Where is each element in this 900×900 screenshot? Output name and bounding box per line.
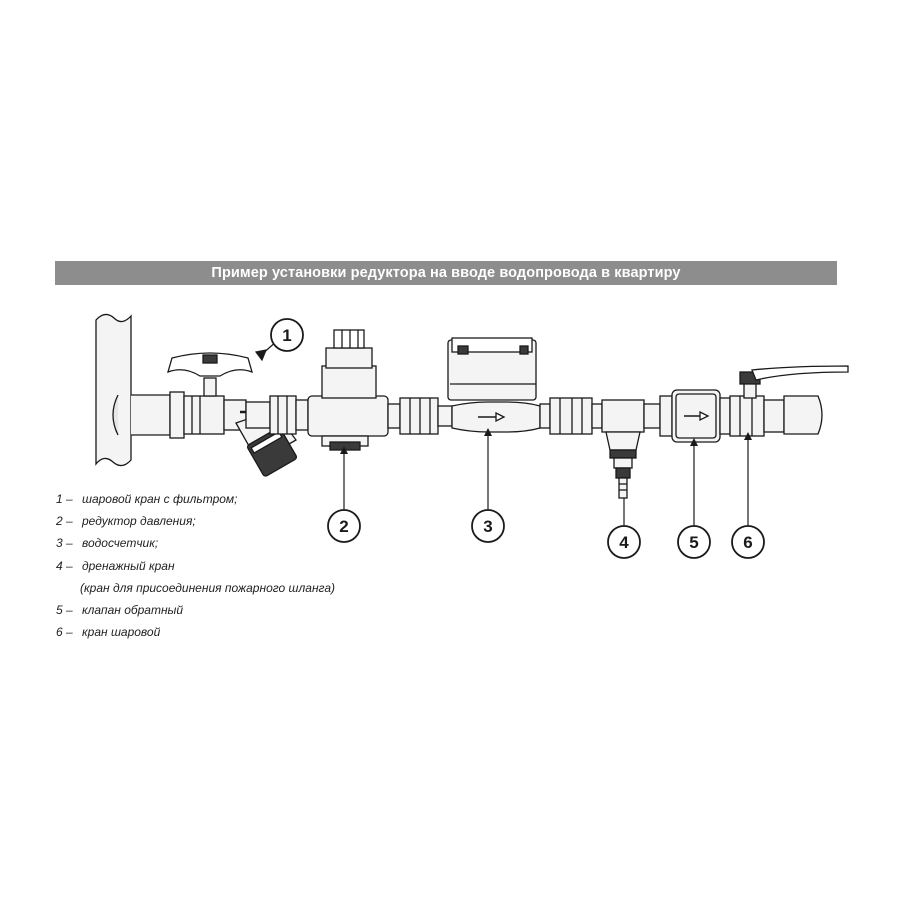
legend-number: 6 – (56, 625, 73, 640)
callout-1-label: 1 (282, 326, 291, 345)
callout-6-label: 6 (743, 533, 752, 552)
callout-5-label: 5 (689, 533, 698, 552)
union-fitting-1 (245, 395, 309, 435)
legend-text: дренажный кран (82, 558, 175, 573)
callout-3-label: 3 (483, 517, 492, 536)
legend-number: 3 – (56, 536, 73, 551)
callout-3 (471, 509, 505, 543)
callout-6 (731, 525, 765, 559)
callout-4 (607, 525, 641, 559)
pressure-reducer (307, 329, 389, 451)
legend-text: кран шаровой (82, 625, 161, 640)
ball-valve (729, 365, 849, 437)
legend-text: редуктор давления; (82, 514, 196, 529)
legend-item: 1 – шаровой кран с фильтром; (56, 488, 335, 510)
legend-item: 2 – редуктор давления; (56, 510, 335, 532)
legend-item: 4 – дренажный кран (56, 555, 335, 577)
legend-text: шаровой кран с фильтром; (82, 492, 238, 506)
legend-text: клапан обратный (82, 603, 184, 618)
legend-item: 5 – клапан обратный (56, 599, 335, 621)
water-meter (447, 337, 541, 433)
legend-number: 5 – (56, 603, 73, 618)
check-valve (671, 389, 731, 443)
pipe-segment-3 (643, 395, 673, 437)
legend-item-note: (кран для присоединения пожарного шланга… (56, 577, 335, 599)
legend-text: (кран для присоединения пожарного шланга… (80, 580, 336, 595)
legend: 1 – шаровой кран с фильтром; 2 – редукто… (56, 488, 335, 643)
diagram-title: Пример установки редуктора на вводе водо… (55, 261, 837, 285)
callout-1 (270, 318, 304, 352)
pipe-segment-2 (539, 397, 603, 435)
legend-number: 1 – (56, 492, 73, 506)
drain-tee (601, 399, 645, 499)
callout-4-label: 4 (619, 533, 629, 552)
callout-2-label: 2 (339, 517, 348, 536)
callout-5 (677, 525, 711, 559)
riser-pipe (95, 313, 171, 467)
legend-item: 6 – кран шаровой (56, 621, 335, 643)
callout-2 (327, 509, 361, 543)
pipe-segment-1 (387, 397, 453, 435)
legend-text: водосчетчик; (82, 536, 159, 551)
legend-item: 3 – водосчетчик; (56, 532, 335, 554)
legend-number: 2 – (56, 514, 73, 529)
legend-number: 4 – (56, 558, 73, 573)
